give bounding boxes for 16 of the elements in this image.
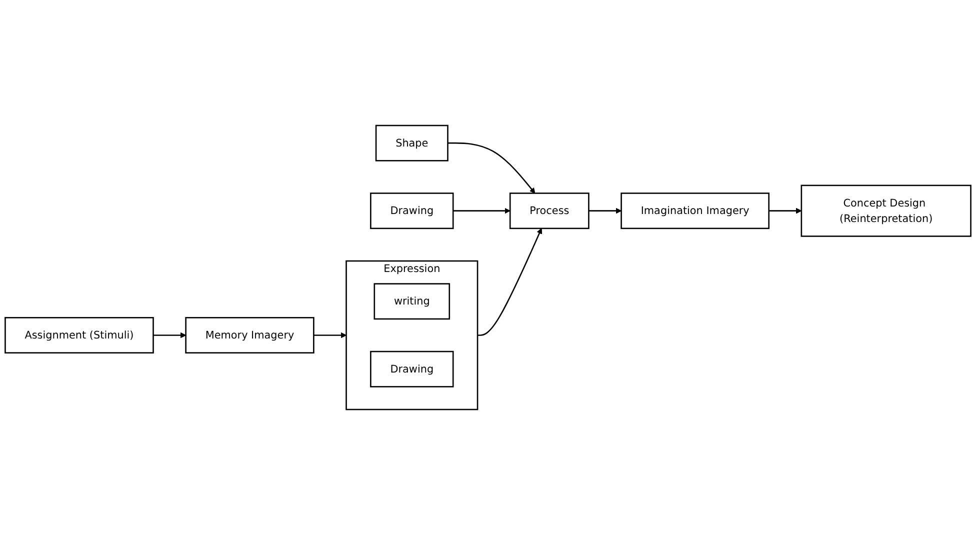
arrow bbox=[453, 208, 510, 214]
arrow bbox=[153, 332, 186, 338]
node-box: Assignment (Stimuli) bbox=[4, 317, 154, 354]
node-box: Memory Imagery bbox=[185, 317, 314, 354]
arrow bbox=[768, 208, 802, 214]
arrow bbox=[448, 142, 536, 194]
node-box: Drawing bbox=[370, 192, 454, 230]
node-box: Imagination Imagery bbox=[620, 192, 770, 230]
node-box: Concept Design (Reinterpretation) bbox=[800, 184, 972, 237]
node-box: Process bbox=[509, 192, 590, 230]
arrow bbox=[588, 208, 622, 214]
node-box: writing bbox=[374, 283, 450, 320]
arrow bbox=[314, 332, 347, 338]
node-box: Shape bbox=[375, 124, 448, 162]
arrow bbox=[478, 228, 542, 336]
node-box: Drawing bbox=[370, 350, 454, 388]
